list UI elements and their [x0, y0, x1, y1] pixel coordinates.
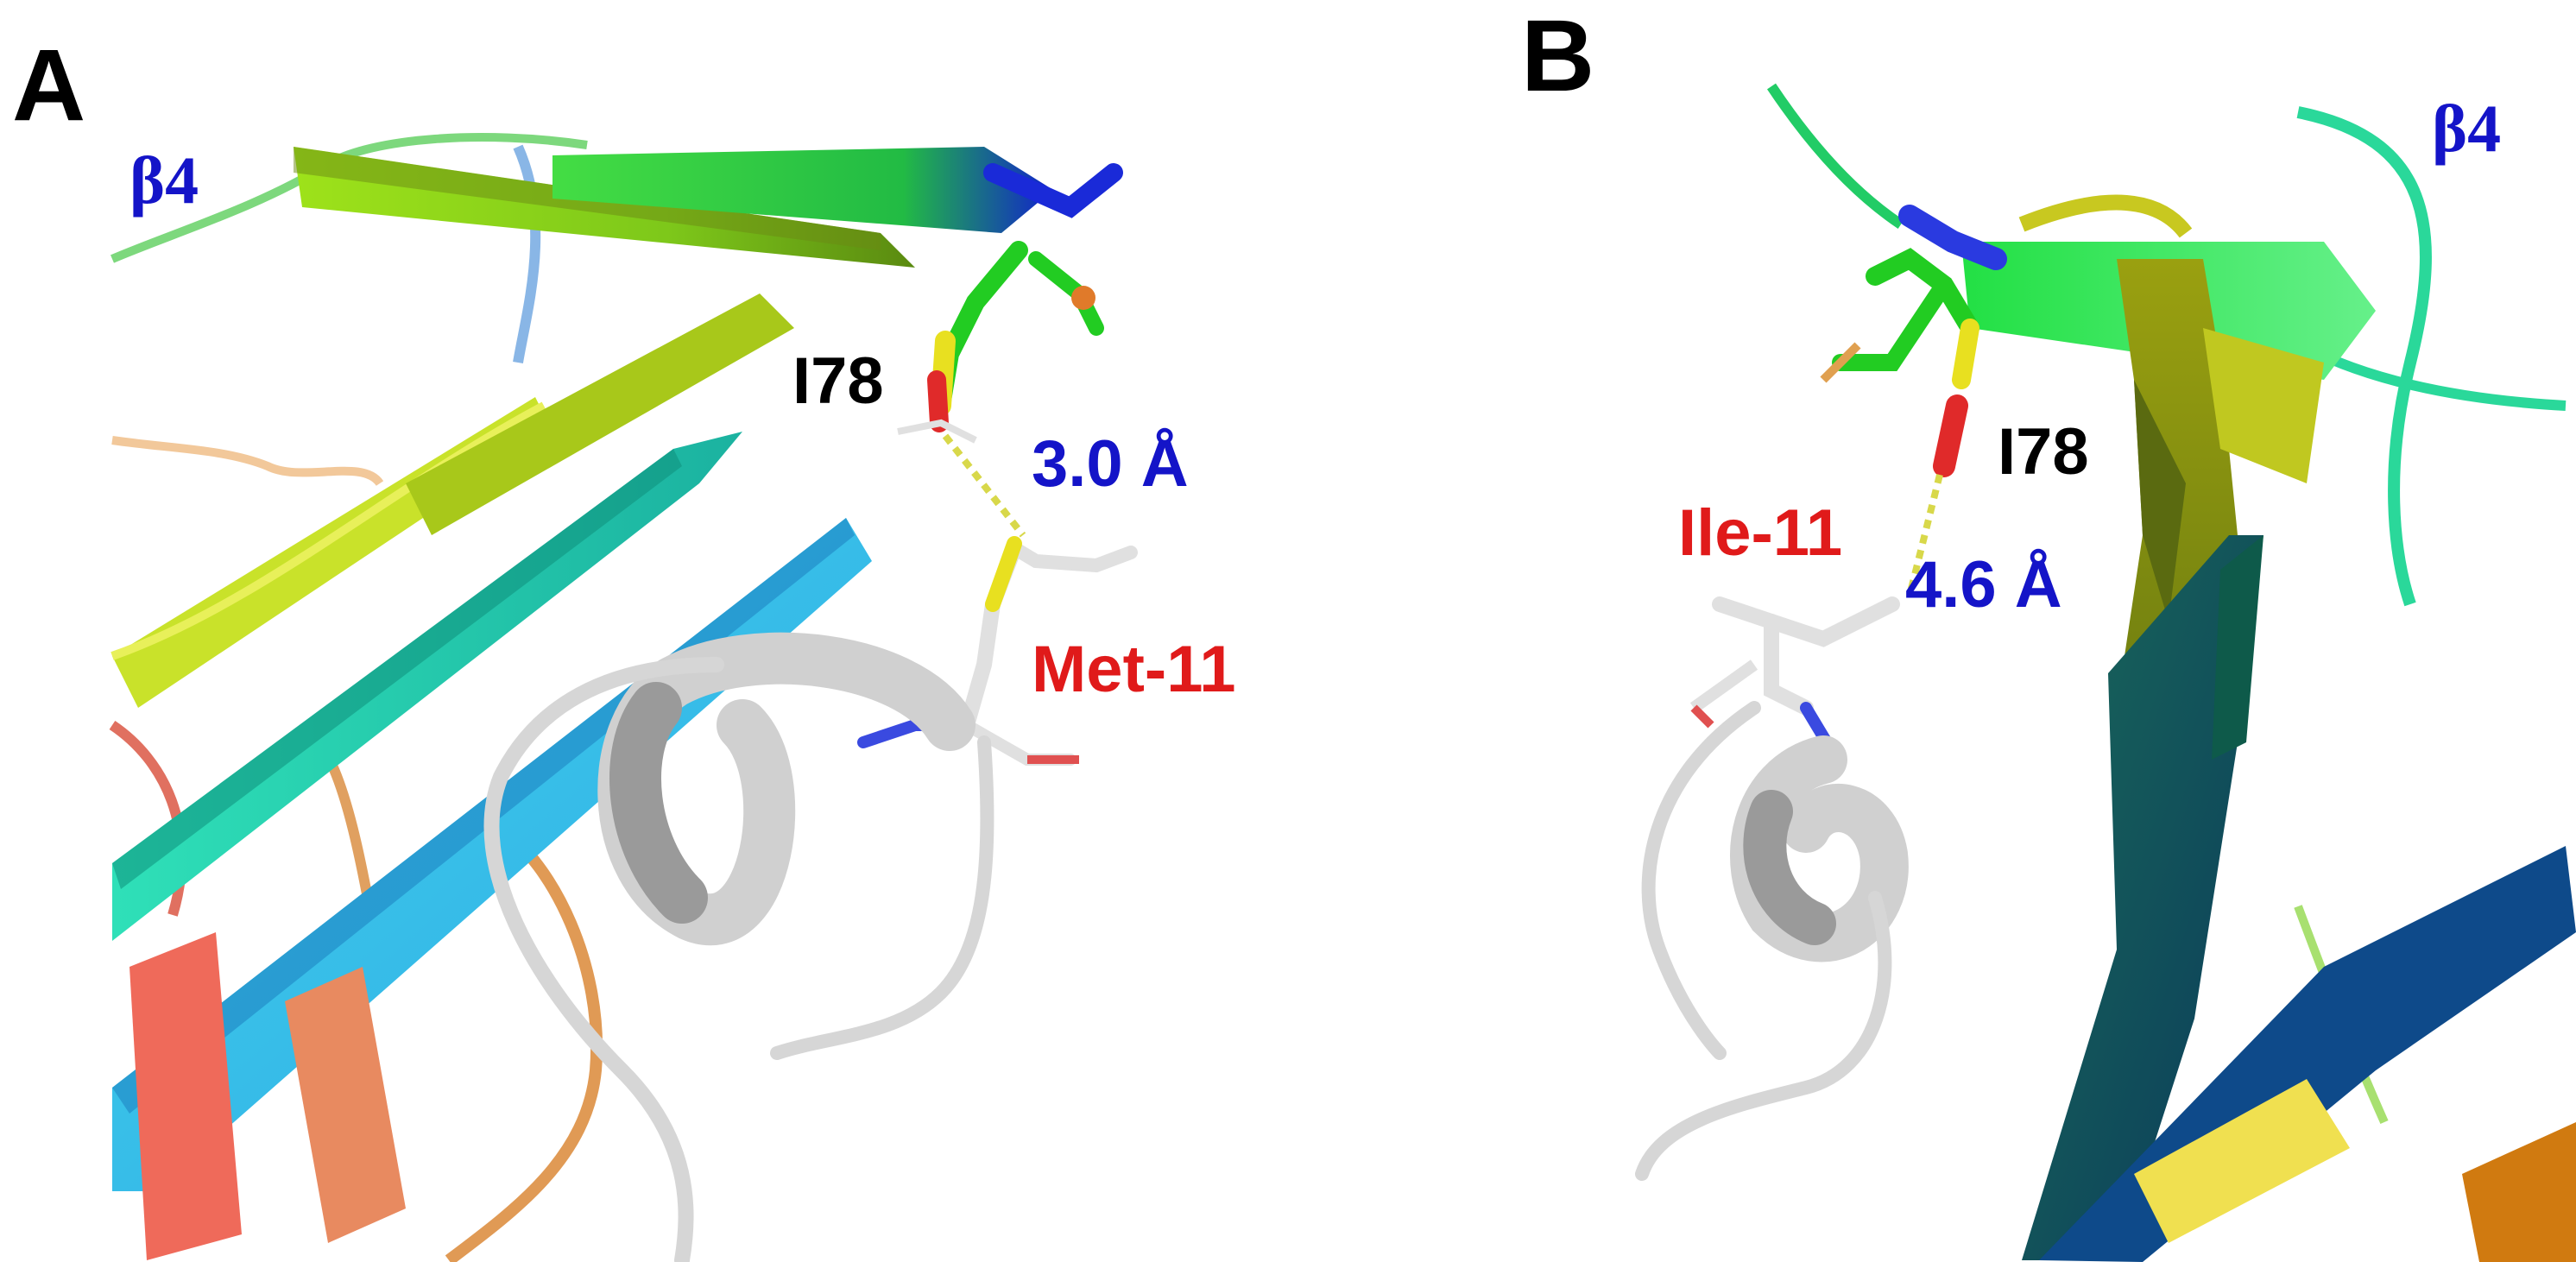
panel-a-i78-label: I78	[792, 344, 884, 418]
panel-a-beta4-label: β4	[129, 142, 199, 218]
panel-a-letter: A	[12, 28, 86, 142]
panel-b-ile11-label: Ile-11	[1678, 496, 1843, 570]
panel-b-distance-label: 4.6 Å	[1905, 548, 2062, 622]
panel-b: B β4 I78 Ile-11 4.6 Å	[1288, 0, 2576, 1262]
panel-b-structure-render	[1635, 83, 2576, 1262]
panel-a-distance-label: 3.0 Å	[1032, 427, 1189, 501]
panel-b-beta4-label: β4	[2432, 91, 2502, 166]
panel-a-structure-render	[109, 133, 1138, 1262]
panel-b-letter: B	[1521, 0, 1595, 113]
panel-b-i78-label: I78	[1998, 415, 2089, 489]
panel-a: A β4 I78 3.0 Å Met-11	[12, 28, 1236, 1262]
panel-a-met11-label: Met-11	[1032, 633, 1236, 706]
